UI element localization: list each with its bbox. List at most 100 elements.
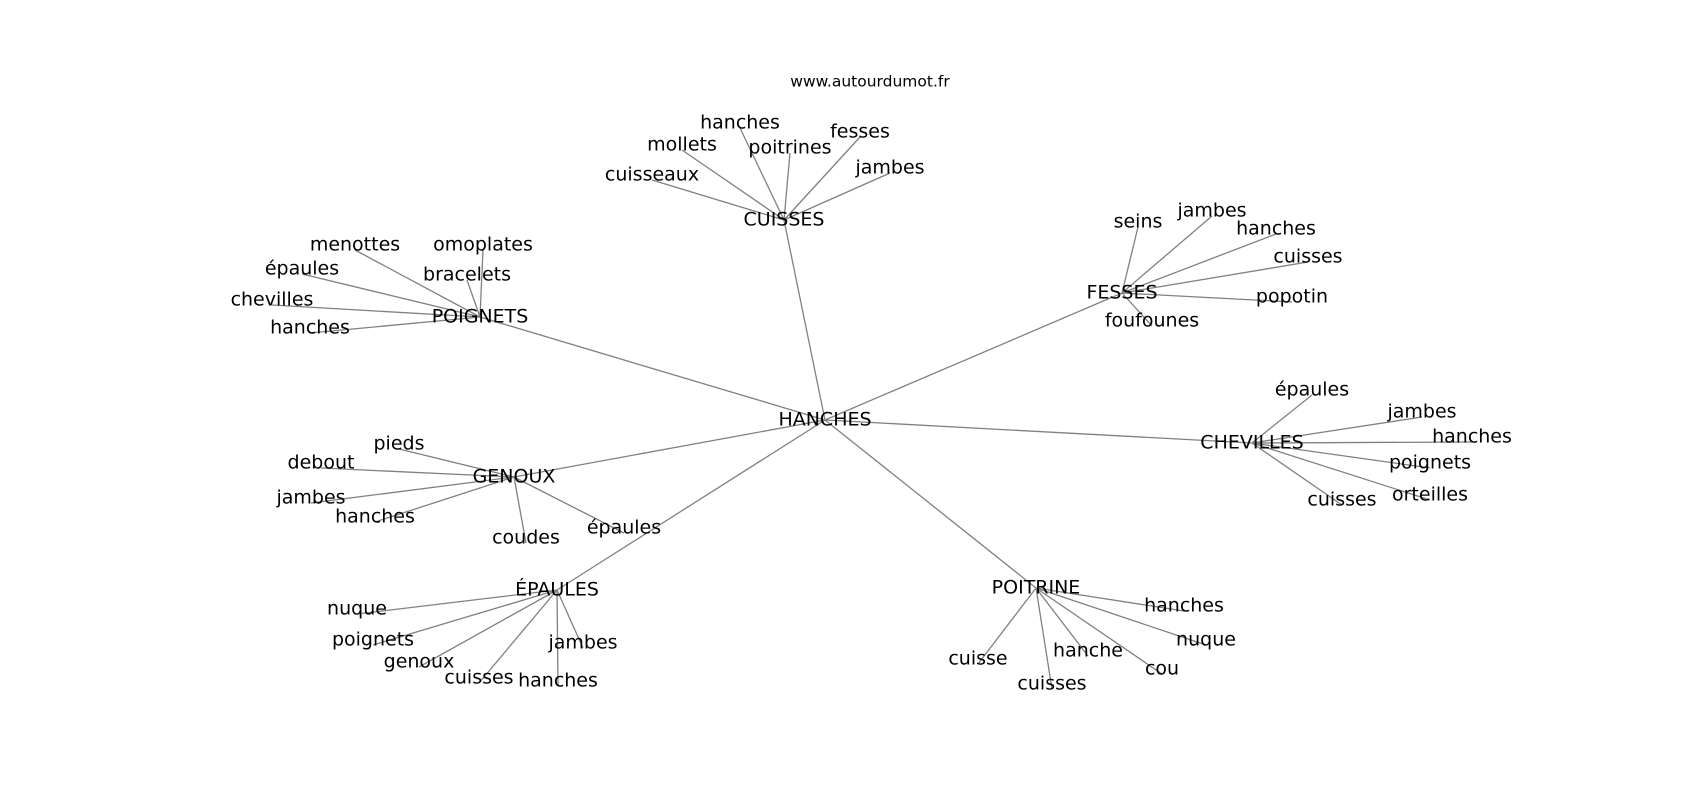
edge-poitrine-leaf <box>1035 587 1207 646</box>
edge-epaules-leaf <box>556 589 559 687</box>
leaf-node-fesses: popotin <box>1256 286 1328 308</box>
edge-chevilles-leaf <box>1251 416 1423 444</box>
edge-genoux-leaf <box>398 448 515 478</box>
leaf-node-poitrine: nuque <box>1176 629 1236 651</box>
edge-epaules-leaf <box>356 589 558 615</box>
edge-fesses-leaf <box>1121 215 1213 294</box>
leaf-node-chevilles: épaules <box>1275 379 1349 401</box>
leaf-node-poitrine: hanche <box>1053 640 1123 662</box>
leaf-node-poitrine: cou <box>1145 658 1179 680</box>
edge-genoux-leaf <box>374 476 515 523</box>
edge-cuisses-leaf <box>681 149 785 221</box>
leaf-node-fesses: jambes <box>1176 200 1246 222</box>
edge-poignets-leaf <box>354 249 481 318</box>
edge-cuisses-leaf <box>783 152 791 221</box>
leaf-node-chevilles: poignets <box>1389 452 1471 474</box>
leaf-node-chevilles: jambes <box>1386 401 1456 423</box>
leaf-node-chevilles: cuisses <box>1307 489 1376 511</box>
edge-cuisses-leaf <box>739 127 785 221</box>
edge-epaules-leaf <box>418 589 558 668</box>
leaf-node-poignets: hanches <box>270 317 350 339</box>
edge-epaules-leaf <box>556 589 584 649</box>
leaf-node-fesses: foufounes <box>1105 310 1199 332</box>
leaf-node-cuisses: mollets <box>647 134 717 156</box>
edge-fesses-leaf <box>1121 292 1293 303</box>
leaf-node-epaules: poignets <box>332 629 414 651</box>
leaf-node-epaules: cuisses <box>444 667 513 689</box>
leaf-node-cuisses: fesses <box>830 121 890 143</box>
edge-poignets-leaf <box>271 304 481 318</box>
leaf-node-genoux: hanches <box>335 506 415 528</box>
edge-poitrine-leaf <box>1035 587 1185 612</box>
site-url: www.autourdumot.fr <box>790 73 950 91</box>
edge-chevilles-leaf <box>1251 442 1343 506</box>
edge-cuisses-leaf <box>651 179 785 221</box>
leaf-node-epaules: hanches <box>518 670 598 692</box>
leaf-node-poignets: bracelets <box>423 264 511 286</box>
edge-poitrine-leaf <box>1035 587 1053 690</box>
edge-epaules-leaf <box>372 589 558 646</box>
leaf-node-poignets: chevilles <box>231 289 314 311</box>
hub-node-epaules: ÉPAULES <box>515 578 599 601</box>
leaf-node-poitrine: hanches <box>1144 595 1224 617</box>
edge-cuisses-leaf <box>783 172 891 221</box>
edge-genoux-leaf <box>513 476 527 544</box>
leaf-node-genoux: coudes <box>492 527 560 549</box>
leaf-node-fesses: cuisses <box>1273 246 1342 268</box>
edge-root-fesses <box>824 292 1123 421</box>
edge-genoux-leaf <box>513 476 625 534</box>
leaf-node-cuisses: jambes <box>854 157 924 179</box>
edge-root-chevilles <box>824 419 1253 444</box>
leaf-node-genoux: pieds <box>374 433 425 455</box>
leaf-node-genoux: épaules <box>587 517 661 539</box>
edge-root-genoux <box>513 419 826 478</box>
leaf-node-cuisses: cuisseaux <box>605 164 699 186</box>
leaf-node-chevilles: hanches <box>1432 426 1512 448</box>
hub-node-fesses: FESSES <box>1086 282 1157 304</box>
leaf-node-poignets: omoplates <box>433 234 533 256</box>
leaf-node-fesses: seins <box>1114 211 1163 233</box>
hub-node-poitrine: POITRINE <box>992 577 1081 599</box>
edge-root-epaules <box>556 419 826 591</box>
edge-chevilles-leaf <box>1251 442 1431 501</box>
leaf-node-cuisses: poitrines <box>748 137 831 159</box>
leaf-node-poignets: épaules <box>265 258 339 280</box>
root-node-label: HANCHES <box>778 409 871 431</box>
leaf-node-epaules: genoux <box>384 651 455 673</box>
edge-fesses-leaf <box>1121 226 1139 294</box>
edge-genoux-leaf <box>320 467 515 478</box>
leaf-node-genoux: debout <box>288 452 355 474</box>
edge-fesses-leaf <box>1121 261 1309 294</box>
leaf-node-epaules: jambes <box>547 632 617 654</box>
edge-root-poignets <box>479 316 826 421</box>
hub-node-chevilles: CHEVILLES <box>1200 432 1303 454</box>
edge-poignets-leaf <box>479 249 484 318</box>
edge-fesses-leaf <box>1121 292 1153 327</box>
edge-poignets-leaf <box>466 279 481 318</box>
leaf-node-poitrine: cuisses <box>1017 673 1086 695</box>
edge-genoux-leaf <box>310 476 515 504</box>
leaf-node-poignets: menottes <box>310 234 400 256</box>
edge-poignets-leaf <box>301 273 481 318</box>
leaf-node-cuisses: hanches <box>700 112 780 134</box>
leaf-node-poitrine: cuisse <box>948 648 1007 670</box>
leaf-node-genoux: jambes <box>275 487 345 509</box>
edges <box>271 127 1473 690</box>
edge-epaules-leaf <box>478 589 558 684</box>
edge-root-cuisses <box>783 219 826 421</box>
edge-poignets-leaf <box>309 316 481 334</box>
edge-fesses-leaf <box>1121 233 1277 294</box>
edge-poitrine-leaf <box>977 587 1037 665</box>
leaf-node-fesses: hanches <box>1236 218 1316 240</box>
edge-chevilles-leaf <box>1251 394 1313 444</box>
edge-chevilles-leaf <box>1251 441 1473 444</box>
leaf-node-epaules: nuque <box>327 598 387 620</box>
hub-node-genoux: GENOUX <box>473 466 556 488</box>
hub-node-cuisses: CUISSES <box>744 209 825 231</box>
edge-poitrine-leaf <box>1035 587 1089 657</box>
edge-root-poitrine <box>824 419 1037 589</box>
edge-chevilles-leaf <box>1251 442 1431 469</box>
edge-poitrine-leaf <box>1035 587 1163 675</box>
